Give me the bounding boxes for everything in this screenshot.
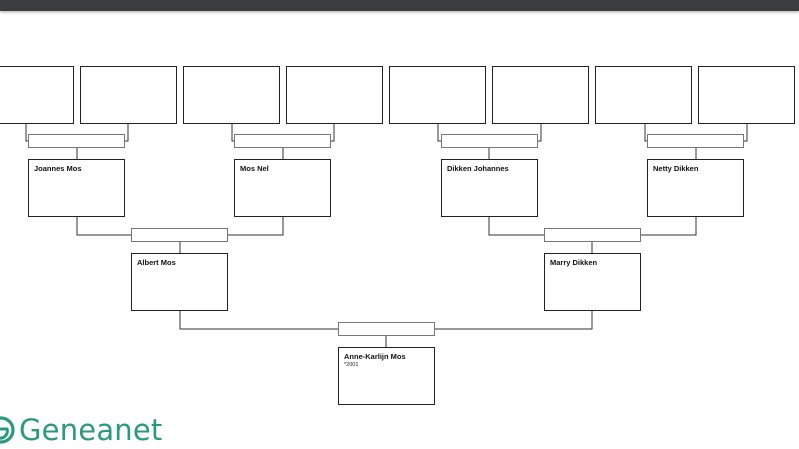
- great-grandparent-box[interactable]: [698, 66, 795, 124]
- great-grandparent-box[interactable]: [80, 66, 177, 124]
- person-box-root[interactable]: Anne-Karlijn Mos *2001: [338, 347, 435, 405]
- person-box-mother[interactable]: Marry Dikken: [544, 253, 641, 311]
- marriage-box: [234, 134, 331, 148]
- geneanet-logo: Geneanet: [0, 413, 163, 447]
- marriage-box: [544, 228, 641, 242]
- great-grandparent-box[interactable]: [0, 66, 74, 124]
- marriage-box: [131, 228, 228, 242]
- great-grandparent-box[interactable]: [389, 66, 486, 124]
- person-name: Mos Nel: [240, 164, 269, 173]
- person-name: Albert Mos: [137, 258, 176, 267]
- logo-text: Geneanet: [19, 413, 163, 447]
- geneanet-logo-icon: [0, 416, 15, 444]
- marriage-box: [338, 322, 435, 336]
- person-dates: *2001: [344, 362, 359, 368]
- marriage-box: [647, 134, 744, 148]
- top-toolbar: [0, 0, 799, 11]
- person-name: Anne-Karlijn Mos: [344, 352, 406, 361]
- person-name: Marry Dikken: [550, 258, 598, 267]
- great-grandparent-box[interactable]: [286, 66, 383, 124]
- person-box-paternal-grandfather[interactable]: Joannes Mos: [28, 159, 125, 217]
- person-box-paternal-grandmother[interactable]: Mos Nel: [234, 159, 331, 217]
- marriage-box: [28, 134, 125, 148]
- person-name: Joannes Mos: [34, 164, 82, 173]
- person-name: Dikken Johannes: [447, 164, 509, 173]
- person-name: Netty Dikken: [653, 164, 699, 173]
- great-grandparent-box[interactable]: [492, 66, 589, 124]
- person-box-father[interactable]: Albert Mos: [131, 253, 228, 311]
- marriage-box: [441, 134, 538, 148]
- person-box-maternal-grandfather[interactable]: Dikken Johannes: [441, 159, 538, 217]
- person-box-maternal-grandmother[interactable]: Netty Dikken: [647, 159, 744, 217]
- great-grandparent-box[interactable]: [183, 66, 280, 124]
- great-grandparent-box[interactable]: [595, 66, 692, 124]
